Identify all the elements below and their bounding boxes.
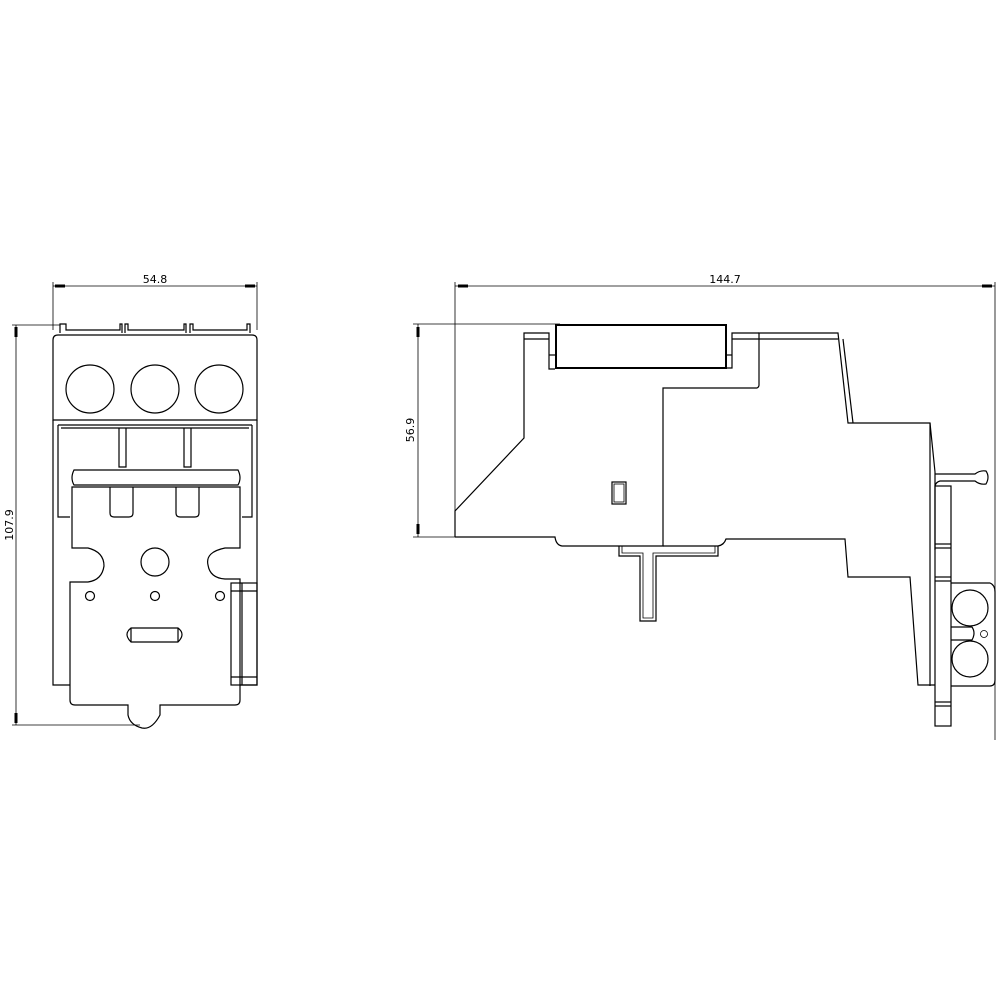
front-height-dimension: 107.9 — [3, 324, 140, 726]
front-view: 54.8 107.9 — [3, 273, 258, 729]
side-length-label: 144.7 — [709, 273, 741, 286]
front-width-label: 54.8 — [143, 273, 168, 286]
side-height-label: 56.9 — [404, 418, 417, 443]
side-height-dimension: 56.9 — [404, 323, 560, 538]
front-height-label: 107.9 — [3, 509, 16, 541]
side-length-dimension: 144.7 — [454, 273, 996, 740]
side-view: 144.7 56.9 — [404, 273, 996, 740]
front-width-dimension: 54.8 — [52, 273, 258, 330]
